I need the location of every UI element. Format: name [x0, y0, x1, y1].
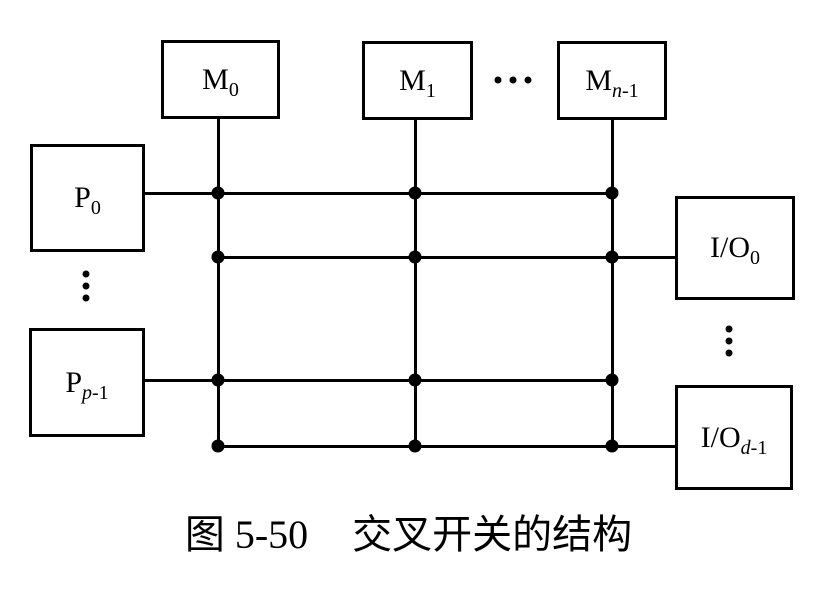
ellipsis-io: [725, 325, 733, 357]
figure-caption: 图 5-50 交叉开关的结构: [0, 513, 817, 557]
ellipsis-dot: [725, 325, 733, 333]
bus-row-line: [145, 191, 612, 195]
junction-dot: [211, 439, 225, 453]
box-label: Mn-1: [585, 63, 639, 102]
ellipsis-dot: [725, 349, 733, 357]
bus-row-line: [218, 255, 675, 259]
ellipsis-memory: [494, 76, 532, 84]
bus-column-line: [216, 119, 220, 447]
ellipsis-dot: [524, 76, 532, 84]
memory-box-mn-1: Mn-1: [557, 41, 667, 120]
processor-box-pp-1: Pp-1: [29, 328, 145, 437]
bus-row-line: [145, 378, 612, 382]
box-label: P0: [74, 181, 101, 219]
figure-number: 图 5-50: [184, 512, 309, 557]
ellipsis-processor: [82, 270, 90, 302]
junction-dot: [605, 439, 619, 453]
ellipsis-dot: [82, 270, 90, 278]
box-label: I/O0: [710, 231, 760, 269]
memory-box-m1: M1: [362, 41, 473, 120]
io-box-io0: I/O0: [675, 196, 795, 300]
box-label: I/Od-1: [700, 420, 768, 459]
ellipsis-dot: [509, 76, 517, 84]
processor-box-p0: P0: [30, 144, 145, 252]
io-box-iod-1: I/Od-1: [675, 385, 793, 490]
figure-title: 交叉开关的结构: [352, 512, 633, 557]
ellipsis-dot: [725, 337, 733, 345]
bus-row-line: [218, 444, 675, 448]
junction-dot: [211, 373, 225, 387]
box-label: Pp-1: [65, 365, 109, 404]
junction-dot: [605, 250, 619, 264]
ellipsis-dot: [82, 294, 90, 302]
ellipsis-dot: [494, 76, 502, 84]
junction-dot: [605, 186, 619, 200]
bus-column-line: [610, 119, 614, 447]
junction-dot: [605, 373, 619, 387]
junction-dot: [408, 186, 422, 200]
junction-dot: [211, 186, 225, 200]
junction-dot: [408, 439, 422, 453]
bus-column-line: [413, 119, 417, 447]
ellipsis-dot: [82, 282, 90, 290]
memory-box-m0: M0: [161, 40, 280, 119]
junction-dot: [211, 250, 225, 264]
box-label: M1: [399, 63, 436, 102]
junction-dot: [408, 250, 422, 264]
box-label: M0: [202, 62, 239, 101]
junction-dot: [408, 373, 422, 387]
